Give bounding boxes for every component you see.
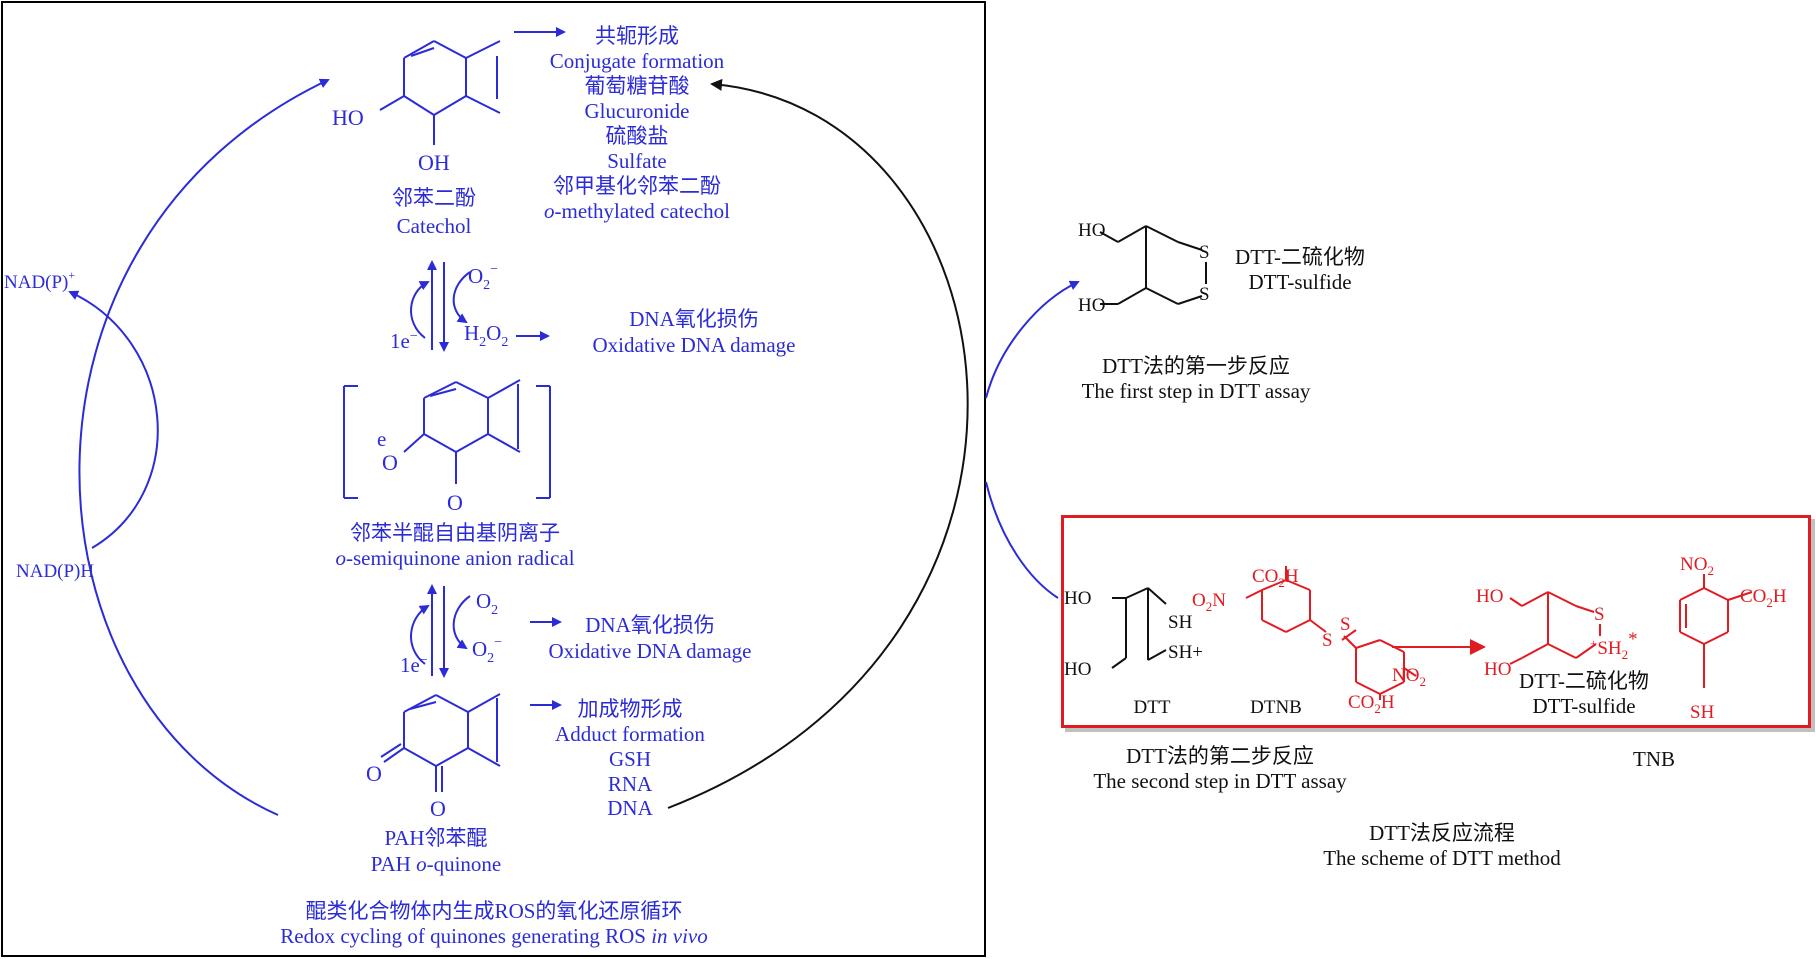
dtt-sulfide-s1: S xyxy=(1199,242,1210,263)
semiquinone-structure xyxy=(343,379,551,499)
product-structure xyxy=(1509,591,1601,665)
dtnb-no2-a: O2N xyxy=(1192,590,1226,614)
tnb-no2: NO2 xyxy=(1680,554,1714,578)
step2-electron: 1e− xyxy=(400,653,428,677)
dtt-label: DTT xyxy=(1134,697,1171,718)
catechol-oh: OH xyxy=(418,150,450,175)
dtnb-s2: S xyxy=(1340,614,1351,635)
sulfate-en: Sulfate xyxy=(607,149,666,173)
dtt-ho1: HO xyxy=(1064,588,1091,609)
semiquinone-name-cn: 邻苯半醌自由基阴离子 xyxy=(350,521,560,545)
quinone-name-en: PAH o-quinone xyxy=(371,852,502,876)
tnb-structure xyxy=(1679,574,1753,688)
redox-cycle-panel xyxy=(1,1,986,957)
dtnb-no2-b: NO2 xyxy=(1392,665,1426,689)
methylated-en: o-methylated catechol xyxy=(544,199,730,223)
scheme-en: The scheme of DTT method xyxy=(1323,846,1561,870)
conjugate-en: Conjugate formation xyxy=(550,49,725,73)
step1-h2o2: H2O2 xyxy=(464,321,508,350)
nadp-oxidized: NAD(P)+ xyxy=(4,268,75,293)
nadp-reduced: NAD(P)H xyxy=(16,561,94,582)
product-s: S xyxy=(1594,604,1605,625)
equilibrium-arrows-2 xyxy=(410,584,471,678)
catechol-name-en: Catechol xyxy=(397,214,472,238)
equilibrium-arrows-1 xyxy=(410,260,471,352)
quinone-o2: O xyxy=(430,796,446,821)
step1-electron: 1e− xyxy=(390,329,418,353)
semiquinone-o-bottom: O xyxy=(447,490,463,515)
conjugate-cn: 共轭形成 xyxy=(595,24,679,48)
to-second-step-arrow xyxy=(985,481,1059,599)
methylated-cn: 邻甲基化邻苯二酚 xyxy=(553,174,721,198)
dtnb-co2h-a: CO2H xyxy=(1252,566,1299,590)
semiquinone-name-en: o-semiquinone anion radical xyxy=(335,546,574,570)
second-step-en: The second step in DTT assay xyxy=(1093,769,1347,793)
quinone-structure xyxy=(380,693,501,792)
product-en: DTT-sulfide xyxy=(1532,694,1635,718)
second-step-cn: DTT法的第二步反应 xyxy=(1126,744,1314,768)
dtt-ho2: HO xyxy=(1064,659,1091,680)
step2-dna-cn: DNA氧化损伤 xyxy=(585,613,715,637)
dtt-sulfide-s2: S xyxy=(1199,284,1210,305)
to-first-step-arrow xyxy=(985,280,1080,399)
nadp-arrow xyxy=(68,290,159,549)
tnb-co2h: CO2H xyxy=(1740,586,1787,610)
step1-dna-cn: DNA氧化损伤 xyxy=(629,307,759,331)
product-sh2: +SH2* xyxy=(1590,629,1638,662)
product-ho2: HO xyxy=(1484,659,1511,680)
adduct-cn: 加成物形成 xyxy=(578,697,683,721)
quinone-name-cn: PAH邻苯醌 xyxy=(384,826,487,850)
glucuronide-cn: 葡萄糖苷酸 xyxy=(585,74,690,98)
dtt-sulfide-structure xyxy=(1099,225,1207,305)
product-cn: DTT-二硫化物 xyxy=(1519,669,1649,693)
dtt-second-step-box xyxy=(1061,515,1811,728)
catechol-ho: HO xyxy=(332,105,364,130)
step1-dna-en: Oxidative DNA damage xyxy=(593,333,796,357)
tnb-sh: SH xyxy=(1690,702,1715,723)
quinone-o1: O xyxy=(366,761,382,786)
dtt-sulfide-ho2: HO xyxy=(1078,295,1105,316)
adduct-en: Adduct formation xyxy=(555,722,705,746)
step2-o2-minus: O2− xyxy=(472,635,502,666)
cycle-arrow-left xyxy=(78,78,330,816)
catechol-name-cn: 邻苯二酚 xyxy=(392,186,476,210)
dtnb-s1: S xyxy=(1322,630,1333,651)
catechol-structure xyxy=(379,40,501,145)
scheme-cn: DTT法反应流程 xyxy=(1369,821,1515,845)
cycle-arrow-right xyxy=(667,78,969,809)
dtnb-label: DTNB xyxy=(1250,697,1302,718)
dtt-sulfide-cn: DTT-二硫化物 xyxy=(1235,245,1365,269)
semiquinone-o-top: O xyxy=(382,450,398,475)
glucuronide-en: Glucuronide xyxy=(585,99,690,123)
dtnb-co2h-b: CO2H xyxy=(1348,692,1395,716)
dtt-sulfide-ho1: HO xyxy=(1078,220,1105,241)
step1-o2: O2− xyxy=(468,262,498,293)
step2-dna-en: Oxidative DNA damage xyxy=(549,639,752,663)
first-step-cn: DTT法的第一步反应 xyxy=(1102,354,1290,378)
adduct-gsh: GSH xyxy=(609,747,651,771)
dtt-structure xyxy=(1111,587,1167,669)
redox-caption-cn: 醌类化合物体内生成ROS的氧化还原循环 xyxy=(306,899,683,923)
sulfate-cn: 硫酸盐 xyxy=(606,124,669,148)
first-step-en: The first step in DTT assay xyxy=(1082,379,1311,403)
dtt-sh1: SH xyxy=(1168,612,1193,633)
adduct-rna: RNA xyxy=(608,772,653,796)
tnb-label: TNB xyxy=(1633,747,1675,771)
dtt-sulfide-en: DTT-sulfide xyxy=(1248,270,1351,294)
dtt-sh2: SH+ xyxy=(1168,642,1203,663)
step2-o2: O2 xyxy=(476,589,498,618)
redox-caption-en: Redox cycling of quinones generating ROS… xyxy=(280,924,708,948)
adduct-dna: DNA xyxy=(607,796,653,820)
product-ho1: HO xyxy=(1476,586,1503,607)
semiquinone-e: e xyxy=(377,427,386,451)
